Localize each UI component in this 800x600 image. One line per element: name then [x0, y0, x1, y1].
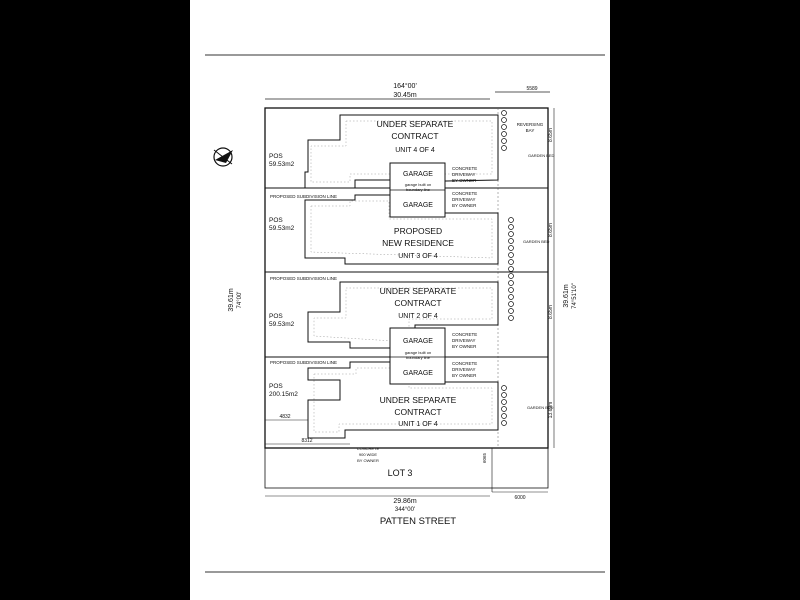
svg-text:UNIT 1 OF 4: UNIT 1 OF 4 [398, 421, 438, 428]
svg-text:BY OWNER: BY OWNER [452, 344, 477, 349]
svg-text:CONCRETE: CONCRETE [452, 361, 477, 366]
svg-text:CONCRETE: CONCRETE [357, 446, 380, 451]
svg-text:PROPOSED: PROPOSED [394, 226, 442, 236]
unit-4-labels: UNDER SEPARATE CONTRACT UNIT 4 OF 4 [377, 119, 454, 154]
svg-text:POS: POS [269, 313, 283, 320]
svg-text:CONTRACT: CONTRACT [394, 298, 441, 308]
svg-text:BY OWNER: BY OWNER [452, 203, 477, 208]
street-name: PATTEN STREET [380, 516, 456, 527]
svg-text:POS: POS [269, 383, 283, 390]
right-dimension-3: 8.65m [548, 305, 554, 319]
lot-3-area [264, 447, 549, 489]
left-bearing: 74°00' [237, 292, 243, 309]
svg-text:UNDER SEPARATE: UNDER SEPARATE [380, 395, 457, 405]
right-dimension-4: 13.69m [548, 402, 554, 419]
garage-label-4: GARAGE [403, 171, 433, 178]
garden-bed-label-4: GARDEN BED [528, 153, 555, 158]
svg-text:REVERSING: REVERSING [517, 122, 544, 127]
bottom-right-width: 6000 [514, 495, 525, 501]
svg-text:200.15m2: 200.15m2 [269, 391, 298, 398]
garden-bed-label-3: GARDEN BED [523, 239, 550, 244]
svg-text:59.53m2: 59.53m2 [269, 321, 295, 328]
svg-text:CONTRACT: CONTRACT [391, 131, 438, 141]
driveway-note-2: CONCRETE DRIVEWAY BY OWNER [452, 332, 477, 349]
svg-text:CONCRETE: CONCRETE [452, 166, 477, 171]
site-plan-sheet: 164°00' 30.45m 5589 PROPOSED SUBDIVISION… [190, 0, 610, 600]
setback-dimension-1: 4832 [279, 414, 290, 420]
svg-text:UNIT 2 OF 4: UNIT 2 OF 4 [398, 313, 438, 320]
unit-3-dwelling [304, 194, 499, 265]
unit-3-labels: PROPOSED NEW RESIDENCE UNIT 3 OF 4 [382, 226, 454, 260]
svg-text:POS: POS [269, 217, 283, 224]
svg-text:CONCRETE: CONCRETE [452, 191, 477, 196]
right-length: 39.61m [563, 284, 570, 308]
garage-note-4b: boundary line [406, 187, 431, 192]
top-bearing: 164°00' [393, 82, 417, 90]
unit-1-inner-dots [313, 367, 493, 433]
right-dimension-2: 8.65m [548, 223, 554, 237]
top-right-dimension: 5589 [526, 86, 537, 92]
driveway-note-1: CONCRETE DRIVEWAY BY OWNER [452, 361, 477, 378]
driveway-note-3: CONCRETE DRIVEWAY BY OWNER [452, 191, 477, 208]
svg-text:BY OWNER: BY OWNER [452, 373, 477, 378]
pos-unit-2: POS 59.53m2 [269, 313, 295, 328]
unit-1-dwelling [307, 361, 499, 439]
svg-text:BY OWNER: BY OWNER [452, 178, 477, 183]
unit-2-inner-dots [313, 287, 493, 343]
subdivision-line-label-2: PROPOSED SUBDIVISION LINE [270, 276, 337, 281]
svg-text:UNIT 3 OF 4: UNIT 3 OF 4 [398, 253, 438, 260]
unit-2-dwelling [307, 281, 499, 349]
bottom-right-depth: 6065 [482, 452, 487, 463]
svg-text:900 WIDE: 900 WIDE [359, 452, 378, 457]
svg-text:59.53m2: 59.53m2 [269, 161, 295, 168]
garage-label-1: GARAGE [403, 370, 433, 377]
garage-label-3: GARAGE [403, 202, 433, 209]
garage-note-2a: garage built on [405, 350, 431, 355]
left-length: 39.61m [228, 288, 235, 312]
pos-unit-4: POS 59.53m2 [269, 153, 295, 168]
svg-text:CONCRETE: CONCRETE [452, 332, 477, 337]
unit-1-labels: UNDER SEPARATE CONTRACT UNIT 1 OF 4 [380, 395, 457, 428]
unit-2-labels: UNDER SEPARATE CONTRACT UNIT 2 OF 4 [380, 286, 457, 320]
north-arrow-icon [213, 147, 233, 167]
garage-note-2b: boundary line [406, 355, 431, 360]
garage-unit-2-1 [389, 327, 446, 385]
svg-text:DRIVEWAY: DRIVEWAY [452, 197, 476, 202]
lot-3-label: LOT 3 [388, 468, 413, 478]
unit-4-dwelling [304, 114, 499, 189]
svg-text:UNDER SEPARATE: UNDER SEPARATE [377, 119, 454, 129]
reversing-bay-label: REVERSING BAY [517, 122, 544, 133]
svg-text:59.53m2: 59.53m2 [269, 225, 295, 232]
garage-note-4a: garage built on [405, 182, 431, 187]
footpath-note: CONCRETE 900 WIDE BY OWNER [357, 446, 380, 463]
bottom-length: 29.86m [393, 498, 417, 505]
bottom-bearing: 344°00' [395, 507, 415, 513]
svg-text:DRIVEWAY: DRIVEWAY [452, 172, 476, 177]
subdivision-line-label-1: PROPOSED SUBDIVISION LINE [270, 194, 337, 199]
svg-text:BY OWNER: BY OWNER [357, 458, 379, 463]
garden-bed-bubbles [501, 110, 514, 426]
right-bearing: 74°51'10" [572, 283, 578, 309]
driveway-note-4: CONCRETE DRIVEWAY BY OWNER [452, 166, 477, 183]
subdivision-line-label-3: PROPOSED SUBDIVISION LINE [270, 360, 337, 365]
svg-text:BAY: BAY [526, 128, 535, 133]
pos-unit-1: POS 200.15m2 [269, 383, 298, 398]
svg-text:NEW RESIDENCE: NEW RESIDENCE [382, 238, 454, 248]
setback-dimension-2: 8312 [301, 438, 312, 444]
garden-bed-label-1: GARDEN BED [527, 405, 554, 410]
right-dimension-1: 8.65m [548, 128, 554, 142]
svg-text:UNDER SEPARATE: UNDER SEPARATE [380, 286, 457, 296]
site-plan-drawing: 164°00' 30.45m 5589 PROPOSED SUBDIVISION… [205, 54, 605, 573]
svg-text:CONTRACT: CONTRACT [394, 407, 441, 417]
svg-text:UNIT 4 OF 4: UNIT 4 OF 4 [395, 147, 435, 154]
svg-text:POS: POS [269, 153, 283, 160]
top-length: 30.45m [393, 92, 417, 99]
garage-label-2: GARAGE [403, 338, 433, 345]
svg-text:DRIVEWAY: DRIVEWAY [452, 367, 476, 372]
pos-unit-3: POS 59.53m2 [269, 217, 295, 232]
svg-text:DRIVEWAY: DRIVEWAY [452, 338, 476, 343]
